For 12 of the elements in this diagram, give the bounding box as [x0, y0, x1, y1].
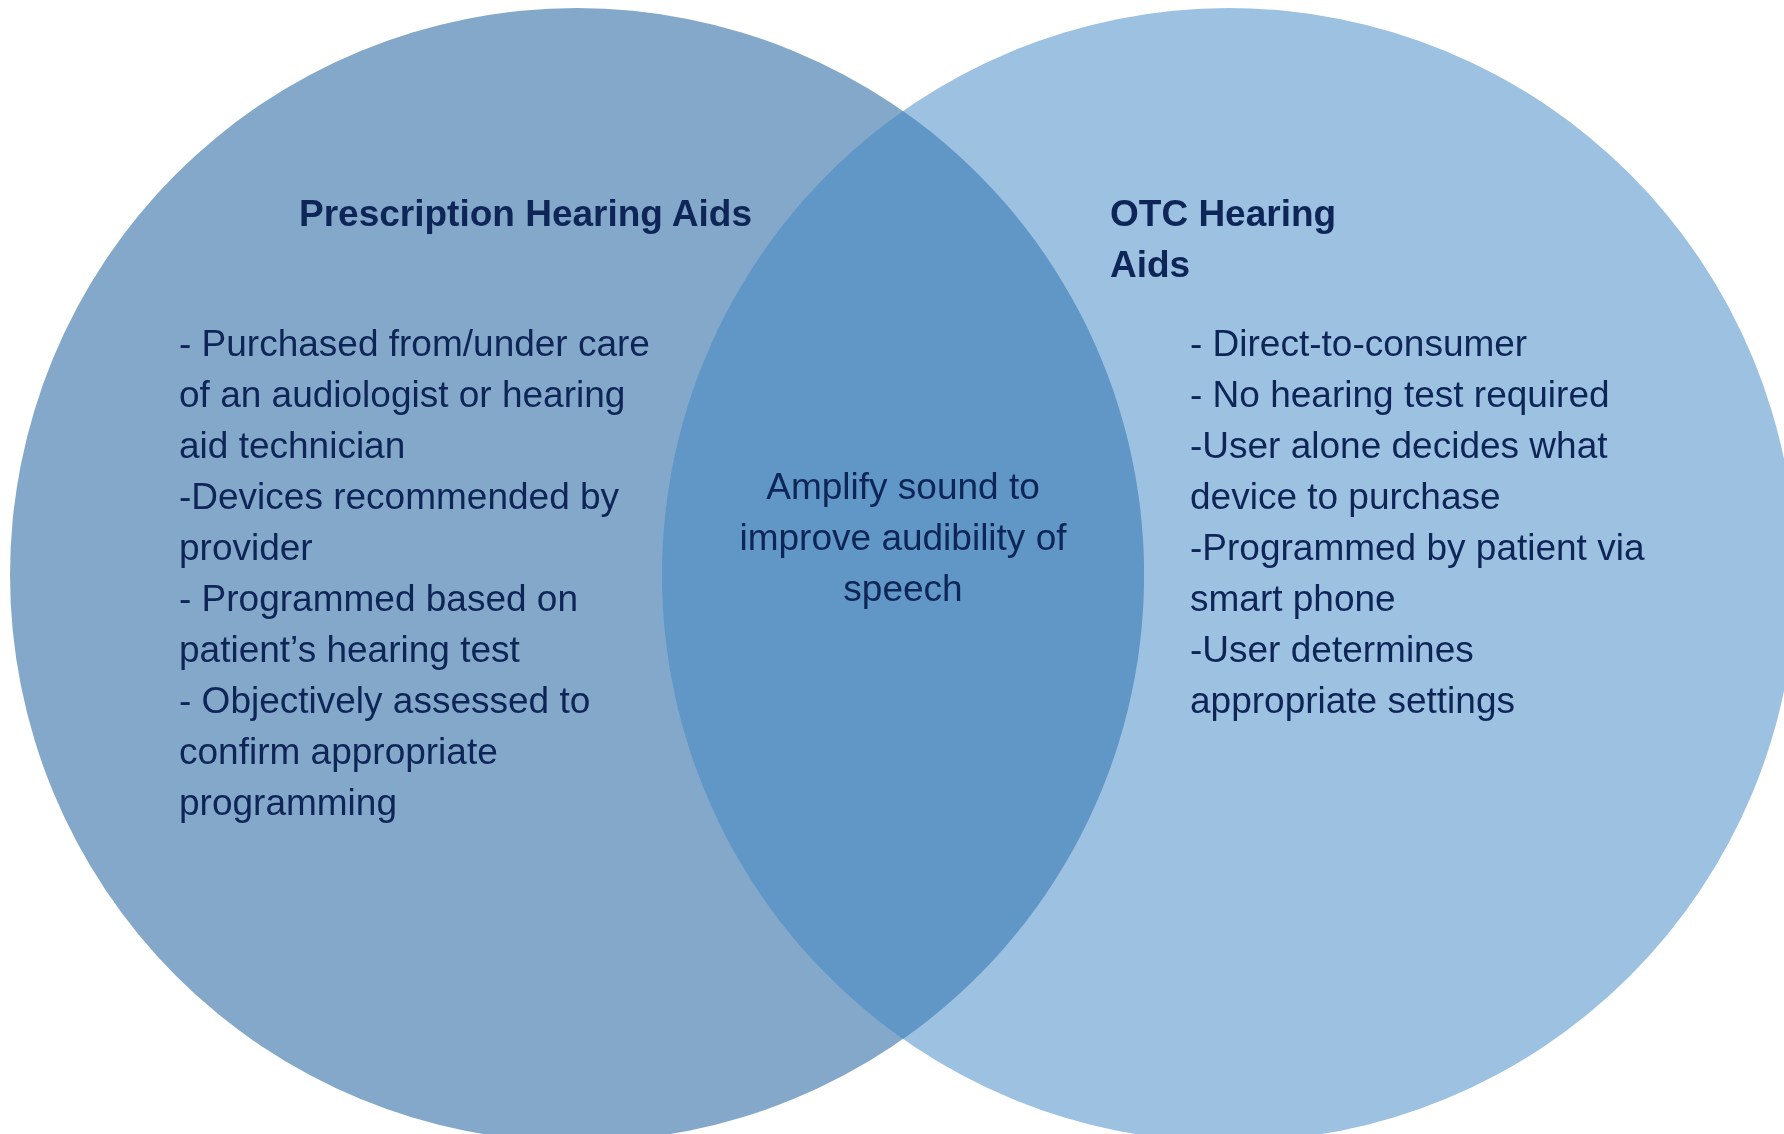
- bullet-text: - Programmed based on patient’s hearing test: [179, 577, 579, 672]
- bullet-text: - Purchased from/under care of an audiologist or hearing aid technician: [179, 322, 651, 468]
- bullet-text: -User alone decides what device to purchase: [1190, 424, 1609, 519]
- bullet-text: - Direct-to-consumer: [1190, 322, 1529, 366]
- bullet-text: -User determines appropriate settings: [1190, 628, 1516, 723]
- bullet-text: - No hearing test required: [1190, 373, 1611, 417]
- circle-heading: OTC Hearing Aids: [1110, 192, 1338, 287]
- overlap-text: Amplify sound to improve audibility of speech: [738, 465, 1068, 611]
- bullet-text: -Programmed by patient via smart phone: [1190, 526, 1646, 621]
- bullet-text: - Objectively assessed to confirm appropriate programming: [179, 679, 592, 825]
- bullet-text: -Devices recommended by provider: [179, 475, 621, 570]
- circle-heading: Prescription Hearing Aids: [299, 192, 753, 236]
